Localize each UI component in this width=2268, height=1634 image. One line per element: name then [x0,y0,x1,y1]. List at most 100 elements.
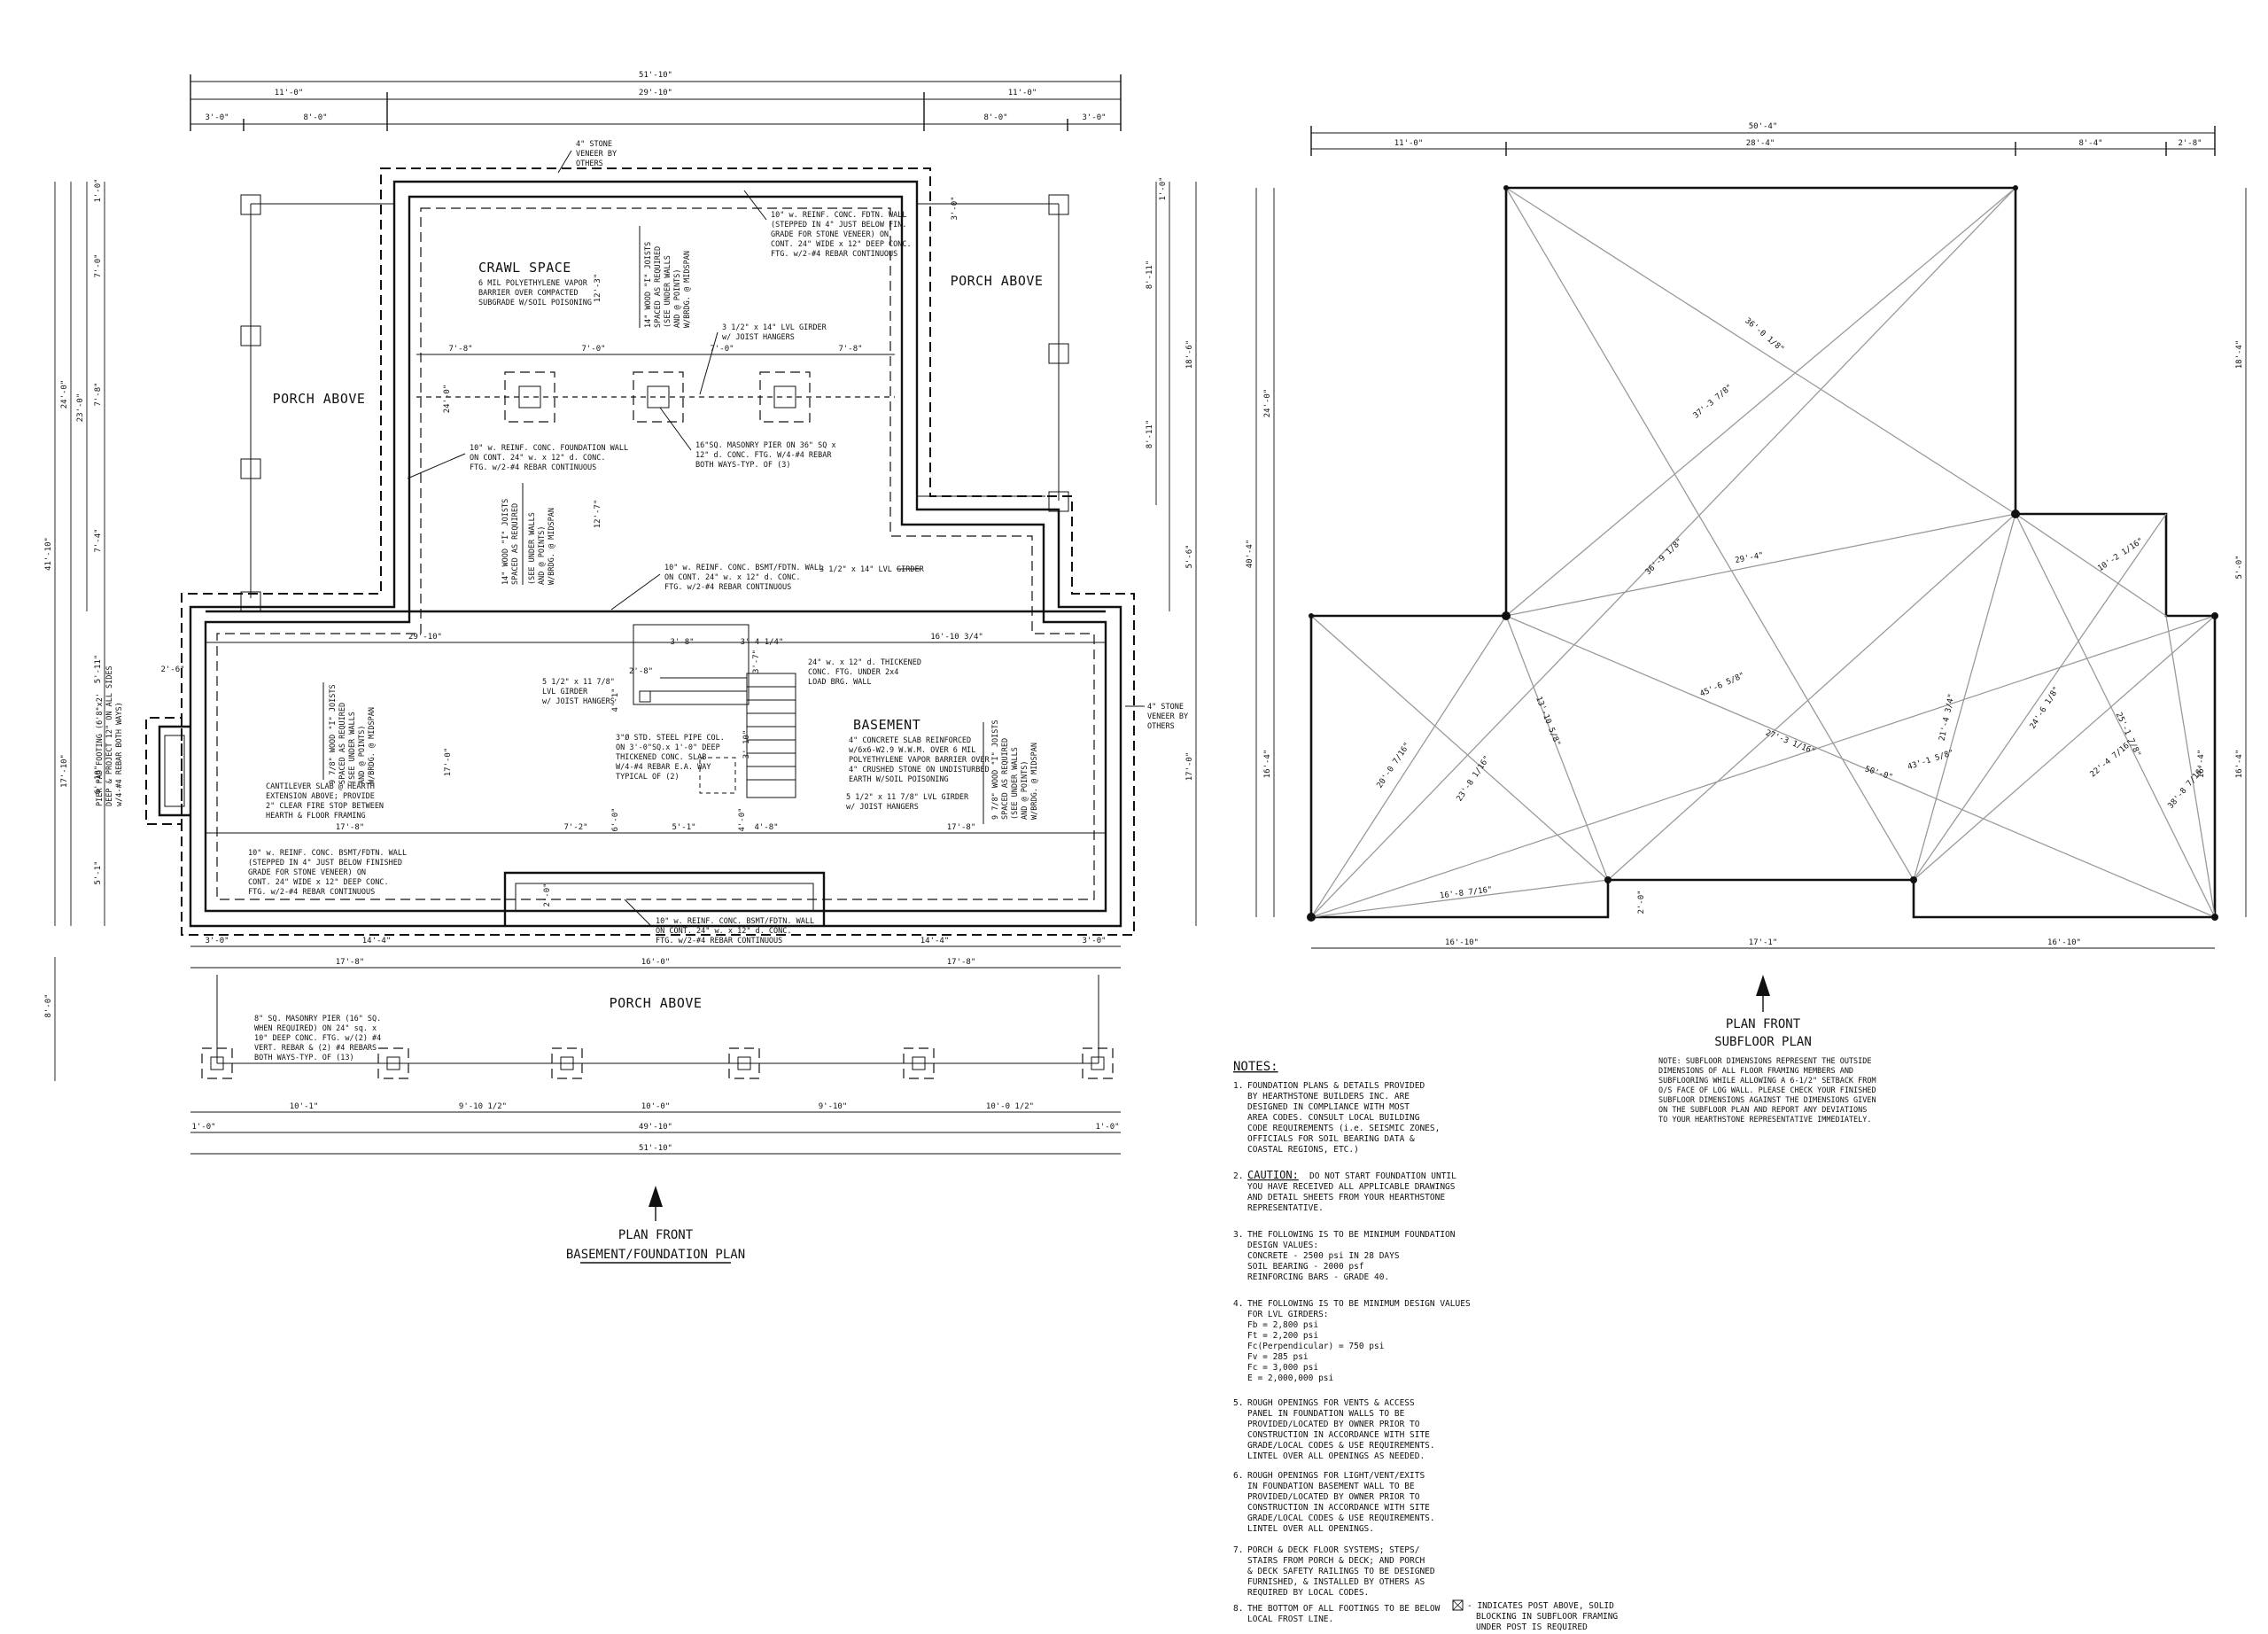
basement-top-dimensions: 51'-10" 11'-0" 29'-10" 11'-0" 3'-0" 8'-0… [190,71,1122,131]
joists-crawl-2: 14" WOOD "I" JOISTS SPACED AS REQUIRED (… [501,499,556,585]
room-porch-right: PORCH ABOVE [951,273,1044,289]
subfloor-bottom-dimensions: 16'-10" 17'-1" 16'-10" 2'-0" [1311,890,2215,949]
dim-bsmt: 5'-1" [672,823,695,832]
note-line: SUBGRADE W/SOIL POISONING [478,299,592,307]
note-line: Fv = 285 psi [1247,1352,1309,1362]
note-line: DIMENSIONS OF ALL FLOOR FRAMING MEMBERS … [1658,1067,1853,1076]
subfloor-outline [1309,186,2217,919]
masonry-pier-callout: 16"SQ. MASONRY PIER ON 36" SQ x 12" d. C… [659,407,836,470]
note-line: ROUGH OPENINGS FOR VENTS & ACCESS [1247,1398,1415,1408]
dim-left-7a: 7'-0" [94,253,103,277]
note-line: AND @ POINTS) [538,525,547,585]
dim-overall-top: 51'-10" [639,71,672,80]
note-line: 8" SQ. MASONRY PIER (16" SQ. [254,1015,381,1023]
note-line: 24" w. x 12" d. THICKENED [808,658,921,667]
porch-pier [737,1056,751,1070]
note-number: 4. [1233,1299,1243,1309]
dim-top-29: 29'-10" [639,89,672,97]
note-line: 2" CLEAR FIRE STOP BETWEEN [266,802,384,811]
dim-right-3: 3'-0" [951,196,959,220]
diag-label: 20'-0 7/16" [1376,741,1413,790]
dim-left-5-11: 5'-11" [94,655,103,684]
note-line: OTHERS [1147,722,1175,731]
post-marker [1048,491,1069,512]
north-arrow-icon [1756,975,1770,996]
stair-treads [647,677,796,781]
lvl-girder-callout: 3 1/2" x 14" LVL GIRDER [819,565,925,574]
masonry-pier [773,385,796,408]
dim-crawl: 12'-3" [594,274,602,303]
note-1: 1. FOUNDATION PLANS & DETAILS PROVIDED B… [1233,1081,1440,1155]
note-number: 6. [1233,1471,1243,1481]
dim-crawl: 24'-0" [443,385,452,414]
thickened-slab-callout: 24" w. x 12" d. THICKENED CONC. FTG. UND… [808,658,921,687]
post-marker [1048,194,1069,215]
dim-sub-top: 28'-4" [1746,139,1775,148]
basement-room: 29'-10" 16'-10 3/4" 3'-8" 3'-4 1/4" 17'-… [206,624,1106,945]
dim-bsmt: 17'-0" [444,748,453,777]
note-line: AND @ POINTS) [1021,760,1029,820]
dim-sub-top: 50'-4" [1749,122,1778,131]
note-number: 2. [1233,1171,1243,1181]
note-line: PANEL IN FOUNDATION WALLS TO BE [1247,1409,1405,1419]
diag-label: 45'-6 5/8" [1698,672,1746,699]
stair-run [746,673,796,798]
note-line: OFFICIALS FOR SOIL BEARING DATA & [1247,1134,1415,1144]
note-line: & DECK SAFETY RAILINGS TO BE DESIGNED [1247,1567,1435,1576]
note-line: CANTILEVER SLAB @ HEARTH [266,782,375,791]
pier-footing-callout: PIER PAD FOOTING (6'8"x2' DEEP & PROJECT… [96,665,124,806]
crawl-space: CRAWL SPACE 6 MIL POLYETHYLENE VAPOR BAR… [407,226,895,585]
fdtn-wall-left-callout: 10" w. REINF. CONC. FOUNDATION WALL ON C… [407,444,628,479]
note-line: W/BRDG. @ MIDSPAN [683,251,692,328]
note-line: 10" w. REINF. CONC. BSMT/FDTN. WALL [664,564,823,572]
note-line: 4" CONCRETE SLAB REINFORCED [849,736,971,745]
porch-front: PORCH ABOVE 8" SQ. MASONRY PIER (16" SQ.… [190,975,1121,1155]
dim-sub-top: 11'-0" [1394,139,1424,148]
dim-stair: 3'-7" [752,650,761,673]
note-number: 3. [1233,1230,1243,1240]
dim-sub-bottom: 2'-0" [1637,890,1646,914]
note-line: 4" STONE [576,140,612,149]
porch-pier [1091,1056,1105,1070]
note-line: DESIGN VALUES: [1247,1241,1318,1250]
note-line: THICKENED CONC. SLAB [616,753,706,762]
pier-footing [633,371,684,423]
note-line: FTG. w/2-#4 REBAR CONTINUOUS [656,937,782,945]
note-line: CODE REQUIREMENTS (i.e. SEISMIC ZONES, [1247,1124,1440,1133]
dim-porch: 49'-10" [639,1123,672,1132]
fdtn-wall-top-callout: 10" w. REINF. CONC. FDTN. WALL (STEPPED … [743,190,912,259]
note-line: FOUNDATION PLANS & DETAILS PROVIDED [1247,1081,1425,1091]
note-line: W/BRDG. @ MIDSPAN [368,707,377,784]
note-6: 6. ROUGH OPENINGS FOR LIGHT/VENT/EXITS I… [1233,1471,1435,1534]
post-legend-icon [1452,1599,1464,1611]
foundation-wall-outer [189,180,1122,928]
stone-veneer-top-callout: 4" STONE VENEER BY OTHERS [557,140,617,174]
porch-pier-footing [1082,1047,1114,1079]
room-basement: BASEMENT [853,717,920,733]
note-line: 10" DEEP CONC. FTG. w/(2) #4 [254,1034,381,1043]
diag-label: 27'-3 1/16" [1764,728,1816,757]
dim-sub-bottom: 16'-10" [1445,938,1479,947]
dim-right-8-11: 8'-11" [1146,261,1154,290]
dim-left-17: 17'-10" [60,754,69,788]
note-line: LOCAL FROST LINE. [1247,1615,1333,1624]
dim-right-1: 1'-0" [1159,176,1168,200]
note-line: AREA CODES. CONSULT LOCAL BUILDING [1247,1113,1420,1123]
dim-left-1: 1'-0" [94,178,103,202]
note-line: REPRESENTATIVE. [1247,1203,1324,1213]
note-line: FURNISHED, & INSTALLED BY OTHERS AS [1247,1577,1425,1587]
dim-crawl: 12'-7" [594,500,602,529]
note-line: THE FOLLOWING IS TO BE MINIMUM DESIGN VA… [1247,1299,1471,1309]
diag-label: 50'-0" [1864,765,1894,782]
note-line: 5 1/2" x 11 7/8" [542,678,615,687]
bsmt-wall-mid-callout: 10" w. REINF. CONC. BSMT/FDTN. WALL ON C… [610,564,823,611]
dim-porch: 9'-10 1/2" [459,1102,507,1111]
note-line: 9 7/8" WOOD "I" JOISTS [329,684,338,784]
porch-right: PORCH ABOVE [917,194,1069,512]
concrete-slab-callout: 4" CONCRETE SLAB REINFORCED w/6x6-W2.9 W… [849,736,990,784]
diag-label: 24'-6 1/8" [2029,685,2062,730]
note-line: ROUGH OPENINGS FOR LIGHT/VENT/EXITS [1247,1471,1425,1481]
dim-top-3: 3'-0" [205,113,229,122]
note-line: AND DETAIL SHEETS FROM YOUR HEARTHSTONE [1247,1193,1445,1202]
